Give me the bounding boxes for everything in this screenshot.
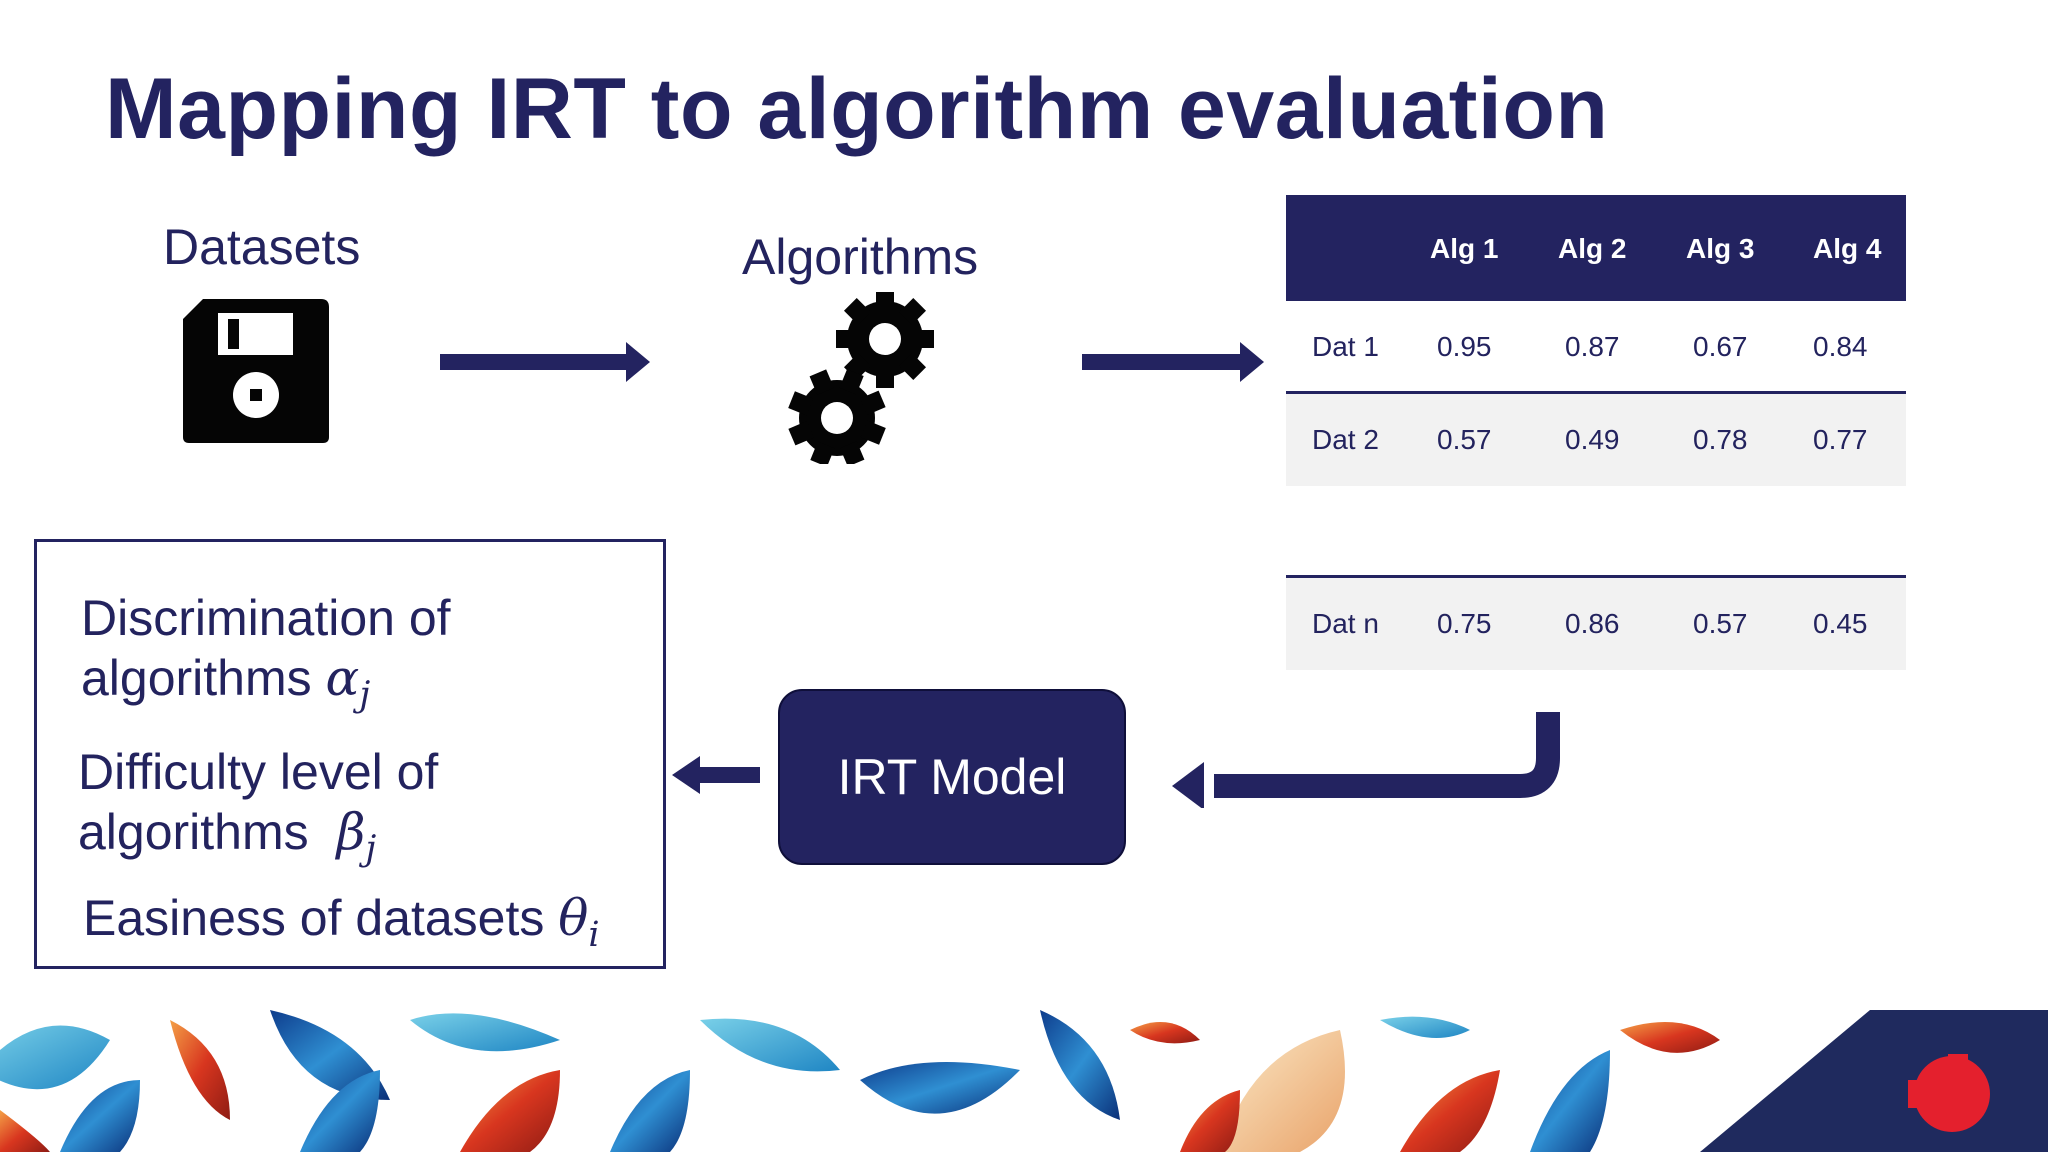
floppy-disk-icon [183, 299, 329, 443]
decorative-footer-band [0, 1010, 2048, 1152]
alpha-glyph: α [325, 649, 360, 707]
irt-model-box: IRT Model [778, 689, 1126, 865]
arrow-right-icon [1082, 342, 1264, 382]
discrimination-line1: Discrimination of [81, 590, 451, 646]
irt-model-label: IRT Model [837, 749, 1067, 805]
table-cell: 0.45 [1813, 608, 1868, 639]
easiness-line: Easiness of datasets θi [83, 889, 600, 955]
logo-mark-icon [1908, 1054, 1990, 1132]
table-cell: 0.57 [1693, 608, 1748, 639]
beta-subscript: j [365, 829, 377, 869]
table-header: Alg 1 Alg 2 Alg 3 Alg 4 [1286, 195, 1906, 301]
table-cell: 0.75 [1437, 608, 1492, 639]
theta-symbol: θi [558, 889, 599, 955]
row-label: Dat 2 [1312, 424, 1379, 455]
theta-glyph: θ [558, 889, 589, 947]
table-cell: 0.77 [1813, 424, 1868, 455]
discrimination-text: algorithms [81, 650, 312, 706]
beta-glyph: β [336, 803, 366, 861]
easiness-text: Easiness of datasets [83, 890, 545, 946]
table-cell: 0.67 [1693, 331, 1748, 362]
table-cell: 0.86 [1565, 608, 1620, 639]
gears-icon [788, 292, 934, 464]
slide-title: Mapping IRT to algorithm evaluation [105, 61, 1609, 157]
theta-subscript: i [588, 915, 600, 955]
column-header-alg2: Alg 2 [1558, 233, 1627, 264]
row-label: Dat n [1312, 608, 1379, 639]
row-divider [1286, 391, 1906, 394]
page-number: 9 [222, 1130, 233, 1150]
table-cell: 0.87 [1565, 331, 1620, 362]
row-label: Dat 1 [1312, 331, 1379, 362]
table-cell: 0.78 [1693, 424, 1748, 455]
table-cell: 0.95 [1437, 331, 1492, 362]
table-row: Dat 1 0.95 0.87 0.67 0.84 [1286, 301, 1906, 393]
parameters-box: Discrimination of algorithms αj Difficul… [34, 539, 666, 969]
arrow-left-icon [672, 756, 760, 794]
beta-symbol: βj [336, 803, 376, 869]
alpha-subscript: j [359, 675, 371, 715]
algorithms-label: Algorithms [742, 229, 979, 285]
difficulty-text: algorithms [78, 804, 309, 860]
column-header-alg3: Alg 3 [1686, 233, 1755, 264]
datasets-label: Datasets [163, 219, 361, 275]
curved-arrow-icon [1172, 712, 1560, 808]
column-header-alg1: Alg 1 [1430, 233, 1499, 264]
row-divider [1286, 575, 1906, 578]
table-row: Dat 2 0.57 0.49 0.78 0.77 [1286, 394, 1906, 486]
table-cell: 0.49 [1565, 424, 1620, 455]
difficulty-line1: Difficulty level of [78, 744, 439, 800]
table-cell: 0.57 [1437, 424, 1492, 455]
table-row: Dat n 0.75 0.86 0.57 0.45 [1286, 578, 1906, 670]
column-header-alg4: Alg 4 [1813, 233, 1882, 264]
alpha-symbol: αj [325, 649, 371, 715]
performance-table: Alg 1 Alg 2 Alg 3 Alg 4 Dat 1 0.95 0.87 … [1286, 195, 1906, 670]
arrow-right-icon [440, 342, 650, 382]
discrimination-line2: algorithms αj [81, 649, 370, 715]
table-cell: 0.84 [1813, 331, 1868, 362]
difficulty-line2: algorithms βj [78, 803, 376, 869]
